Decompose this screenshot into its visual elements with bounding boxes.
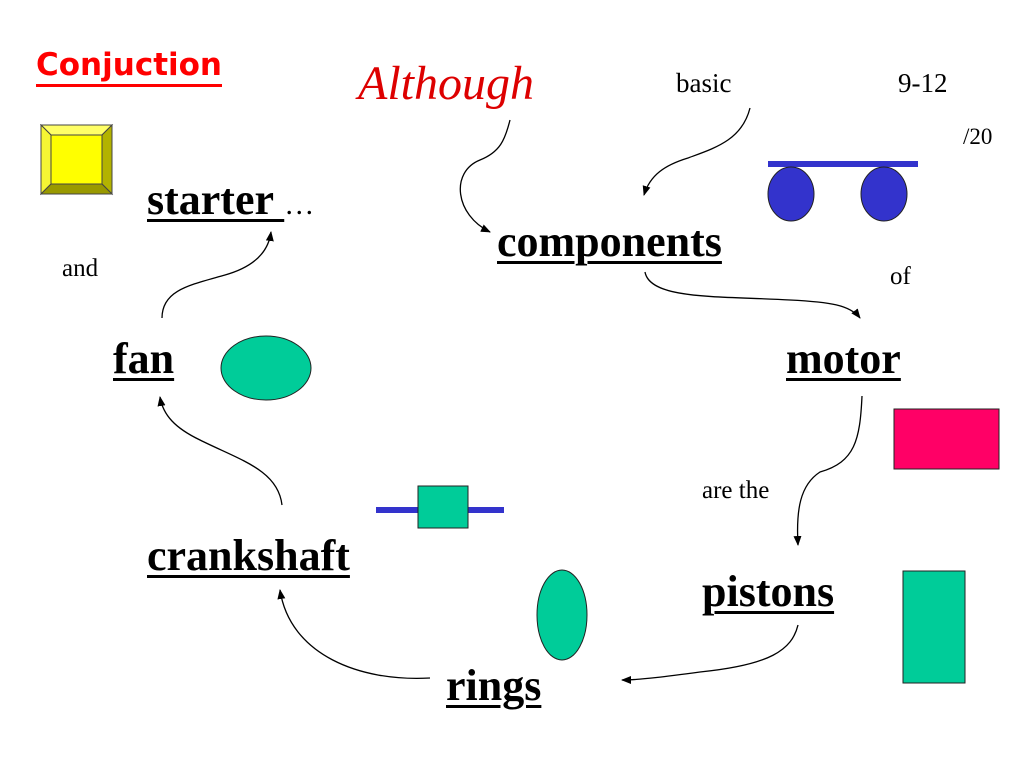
teal-oval-icon	[220, 335, 312, 401]
yellow-bevel-square-icon	[40, 124, 114, 196]
phrase-are-the: are the	[702, 477, 770, 504]
arrow-motor-to-pistons	[793, 395, 863, 546]
arrow-rings-to-crankshaft	[277, 589, 431, 680]
starter-group: starter …	[147, 176, 314, 224]
word-pistons: pistons	[702, 567, 835, 616]
word-basic: basic	[676, 68, 732, 98]
word-motor: motor	[786, 334, 901, 383]
page-title: Conjuction	[36, 48, 222, 87]
blue-wheels-icon	[767, 161, 918, 222]
arrow-basic-to-components	[642, 107, 751, 196]
word-crankshaft: crankshaft	[147, 531, 350, 580]
word-fan: fan	[113, 334, 175, 383]
word-rings: rings	[446, 661, 542, 710]
teal-rectangle-icon	[902, 570, 966, 684]
arrow-pistons-to-rings	[621, 624, 799, 684]
arrow-although-to-components	[459, 119, 511, 233]
crankshaft-icon	[376, 485, 504, 529]
word-of: of	[890, 263, 911, 290]
word-components: components	[497, 217, 722, 266]
keyword-although: Although	[358, 57, 534, 110]
word-starter: starter	[147, 175, 285, 224]
score-label: /20	[963, 124, 993, 149]
arrow-components-to-motor	[644, 271, 861, 319]
arrow-fan-to-starter	[161, 231, 274, 319]
word-and: and	[62, 255, 99, 282]
arrow-crankshaft-to-fan	[157, 396, 283, 506]
red-rectangle-icon	[893, 408, 1000, 470]
grade-label: 9-12	[898, 68, 948, 98]
teal-vertical-oval-icon	[536, 569, 588, 661]
ellipsis: …	[284, 188, 315, 221]
